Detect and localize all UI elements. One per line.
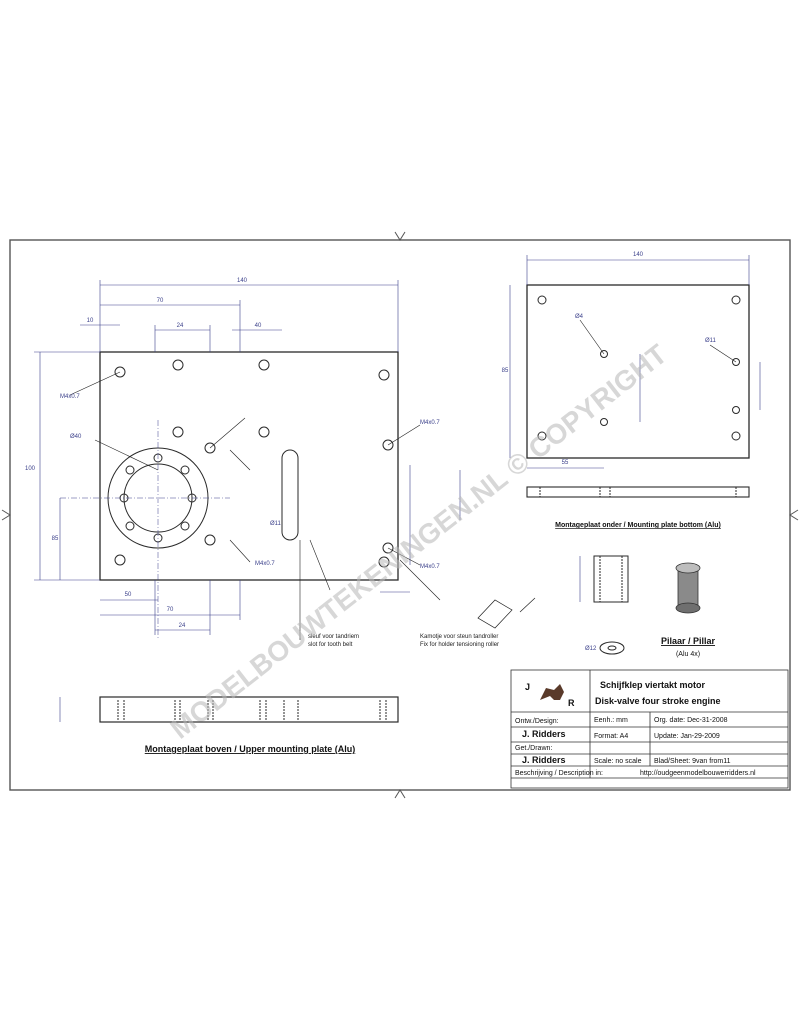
logo-horse-icon	[540, 684, 564, 700]
update-date: Update: Jan-29-2009	[654, 733, 720, 740]
title-block	[510, 669, 789, 789]
mount-hole	[172, 426, 184, 438]
mount-hole	[731, 295, 741, 305]
lower-plate-title: Montageplaat onder / Mounting plate bott…	[555, 522, 721, 529]
mount-hole	[600, 350, 608, 358]
mount-hole	[732, 358, 740, 366]
mount-hole	[537, 431, 547, 441]
pillar-render	[675, 562, 701, 614]
lower-plate-outline	[526, 284, 750, 459]
mount-hole	[204, 442, 216, 454]
design-label: Ontw./Design:	[515, 718, 559, 725]
mount-hole	[172, 359, 184, 371]
mount-hole	[600, 418, 608, 426]
mount-hole	[382, 439, 394, 451]
dim-top-40: 40	[255, 323, 262, 329]
recess-note-en: Fix for holder tensioning roller	[420, 642, 499, 648]
dim-top-10: 10	[87, 318, 94, 324]
mount-hole	[204, 534, 216, 546]
dim-bottom-55: 55	[562, 460, 569, 466]
logo-letter-j: J	[525, 682, 530, 692]
center-mark-bottom	[394, 789, 406, 799]
recess-note-nl: Kamotje voor steun tandroller	[420, 634, 498, 640]
dim-bottom-d11: Ø11	[705, 338, 717, 344]
mount-hole	[731, 431, 741, 441]
title-en: Disk-valve four stroke engine	[595, 696, 721, 706]
mount-hole	[537, 295, 547, 305]
logo-letter-r: R	[568, 698, 575, 708]
drawn-label: Get./Drawn:	[515, 745, 552, 752]
center-mark-left	[1, 509, 11, 521]
recess-detail	[477, 597, 536, 629]
pillar-title: Pilaar / Pillar	[661, 636, 716, 646]
pillar-subtitle: (Alu 4x)	[676, 651, 700, 658]
mount-hole	[114, 366, 126, 378]
dim-bore-d40: Ø40	[70, 434, 82, 440]
dim-bottom-70: 70	[167, 607, 174, 613]
dim-bottom-overall: 140	[633, 252, 644, 258]
sheet-number: Blad/Sheet: 9van from11	[654, 758, 731, 765]
dim-top-overall: 140	[237, 278, 248, 284]
title-nl: Schijfklep viertakt motor	[600, 680, 706, 690]
drawing-frame	[9, 239, 791, 791]
mount-hole	[258, 426, 270, 438]
scale: Scale: no scale	[594, 758, 642, 765]
dim-bottom-d4: Ø4	[575, 314, 584, 320]
dim-m4-c: M4x0.7	[255, 561, 275, 567]
pillar-drawing	[579, 555, 629, 655]
dim-left-85: 85	[52, 536, 59, 542]
bore-hole	[125, 465, 135, 475]
mount-hole	[732, 406, 740, 414]
lower-plate-view	[509, 255, 761, 469]
format: Format: A4	[594, 733, 628, 740]
center-mark-right	[789, 509, 799, 521]
dim-m4-b: M4x0.7	[420, 420, 440, 426]
dim-left-100: 100	[25, 466, 36, 472]
upper-plate-outline	[99, 351, 399, 581]
mount-hole	[378, 556, 390, 568]
upper-plate-view	[34, 280, 461, 640]
dim-top-70: 70	[157, 298, 164, 304]
description-url: http://oudgeenmodelbouwerridders.nl	[640, 770, 756, 777]
dim-m4-d: M4x0.7	[420, 564, 440, 570]
mount-hole	[114, 554, 126, 566]
upper-plate-side-view	[59, 696, 399, 723]
dim-slot-d11: Ø11	[270, 521, 282, 527]
design-value: J. Ridders	[522, 729, 566, 739]
dim-top-24: 24	[177, 323, 184, 329]
bore-hole	[180, 465, 190, 475]
org-date: Org. date: Dec-31-2008	[654, 717, 728, 724]
dim-m4-a: M4x0.7	[60, 394, 80, 400]
description-label: Beschrijving / Description in:	[515, 770, 603, 777]
mount-hole	[258, 359, 270, 371]
drawn-value: J. Ridders	[522, 755, 566, 765]
lower-plate-side-view	[526, 486, 750, 498]
slot-note-en: slot for tooth belt	[308, 642, 353, 648]
slot-note-nl: sleuf voor tandriem	[308, 634, 359, 640]
mount-hole	[382, 542, 394, 554]
dim-bottom-50: 50	[125, 592, 132, 598]
bore-hole	[125, 521, 135, 531]
dim-bottom-24: 24	[179, 623, 186, 629]
belt-slot	[281, 449, 299, 541]
dim-pillar-d: Ø12	[585, 646, 597, 652]
center-mark-top	[394, 231, 406, 241]
dim-bottom-height: 85	[502, 368, 509, 374]
upper-plate-title: Montageplaat boven / Upper mounting plat…	[145, 744, 356, 754]
bore-hole	[180, 521, 190, 531]
mount-hole	[378, 369, 390, 381]
units: Eenh.: mm	[594, 717, 628, 724]
copyright-watermark: MODELBOUWTEKENINGEN.NL © COPYRIGHT	[165, 338, 673, 744]
